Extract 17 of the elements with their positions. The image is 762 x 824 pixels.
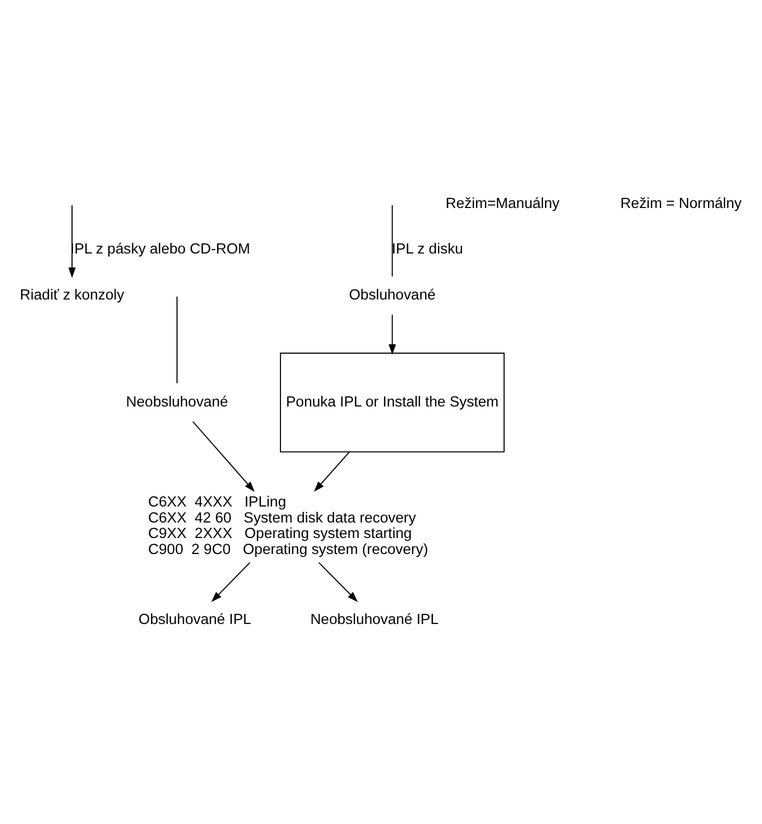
label: Režim=Manuálny — [446, 196, 560, 212]
edge-label: IPL z disku — [392, 242, 464, 258]
arrow — [318, 562, 358, 602]
node-text: Neobsluhované IPL — [310, 612, 439, 628]
arrow — [388, 314, 396, 355]
arrow — [211, 562, 250, 602]
node-text: Obsluhované IPL — [138, 612, 252, 628]
node-text: Riadiť z konzoly — [20, 287, 124, 304]
label: Režim = Normálny — [620, 196, 742, 212]
arrow — [192, 421, 255, 492]
connector — [176, 296, 178, 384]
node-text: Obsluhované — [349, 287, 436, 304]
arrow — [314, 452, 350, 492]
connector — [392, 205, 393, 276]
node-box: Ponuka IPL or Install the System — [280, 352, 505, 452]
node-text: Neobsluhované — [126, 394, 228, 410]
node-text: C6XX 4XXX IPLing C6XX 42 60 System disk data recovery C9XX 2XXX Operating system starting C900 2 9C0 Operating system (recovery) — [148, 494, 428, 558]
